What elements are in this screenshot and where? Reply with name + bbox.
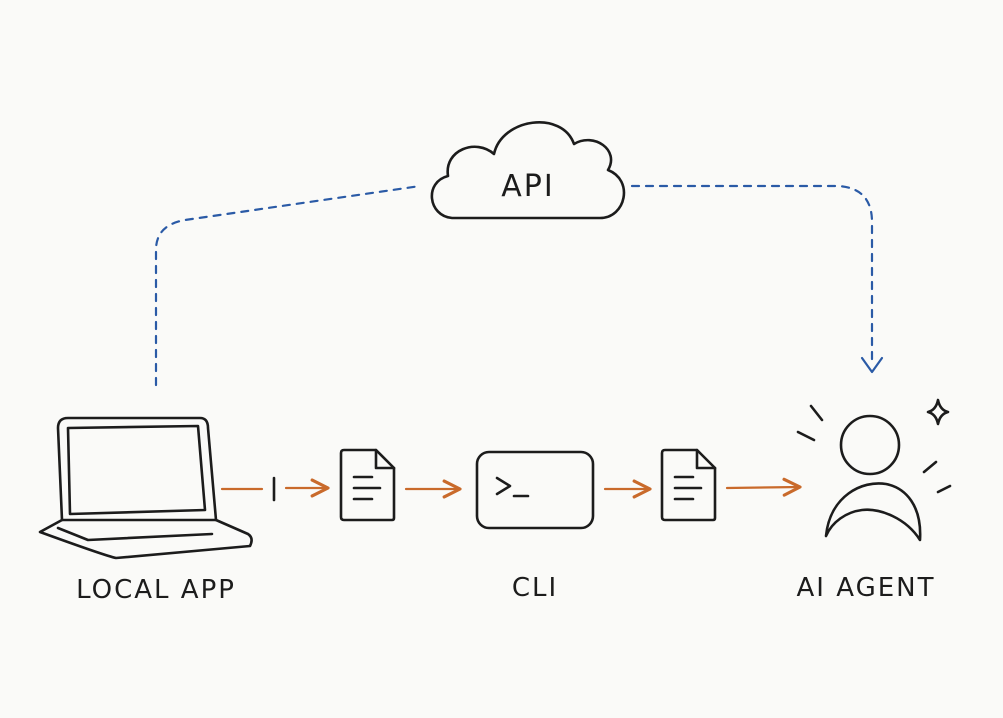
ai-agent-label: AI AGENT	[797, 573, 936, 603]
api-label: API	[501, 169, 554, 204]
terminal-icon	[475, 450, 595, 530]
cli-label: CLI	[512, 573, 558, 603]
document-icon	[660, 448, 717, 522]
cloud-icon	[430, 121, 626, 220]
local-app-label: LOCAL APP	[76, 575, 236, 605]
laptop-icon	[38, 416, 253, 560]
sparkle-icon	[926, 398, 950, 426]
document-icon	[339, 448, 396, 522]
doc2-to-agent-edge	[725, 477, 802, 497]
emphasis-lines	[796, 404, 952, 494]
api-to-agent-arrowhead	[860, 356, 884, 374]
local-app-to-api-edge	[154, 184, 422, 387]
api-to-agent-edge	[630, 184, 874, 364]
person-icon	[824, 414, 922, 542]
